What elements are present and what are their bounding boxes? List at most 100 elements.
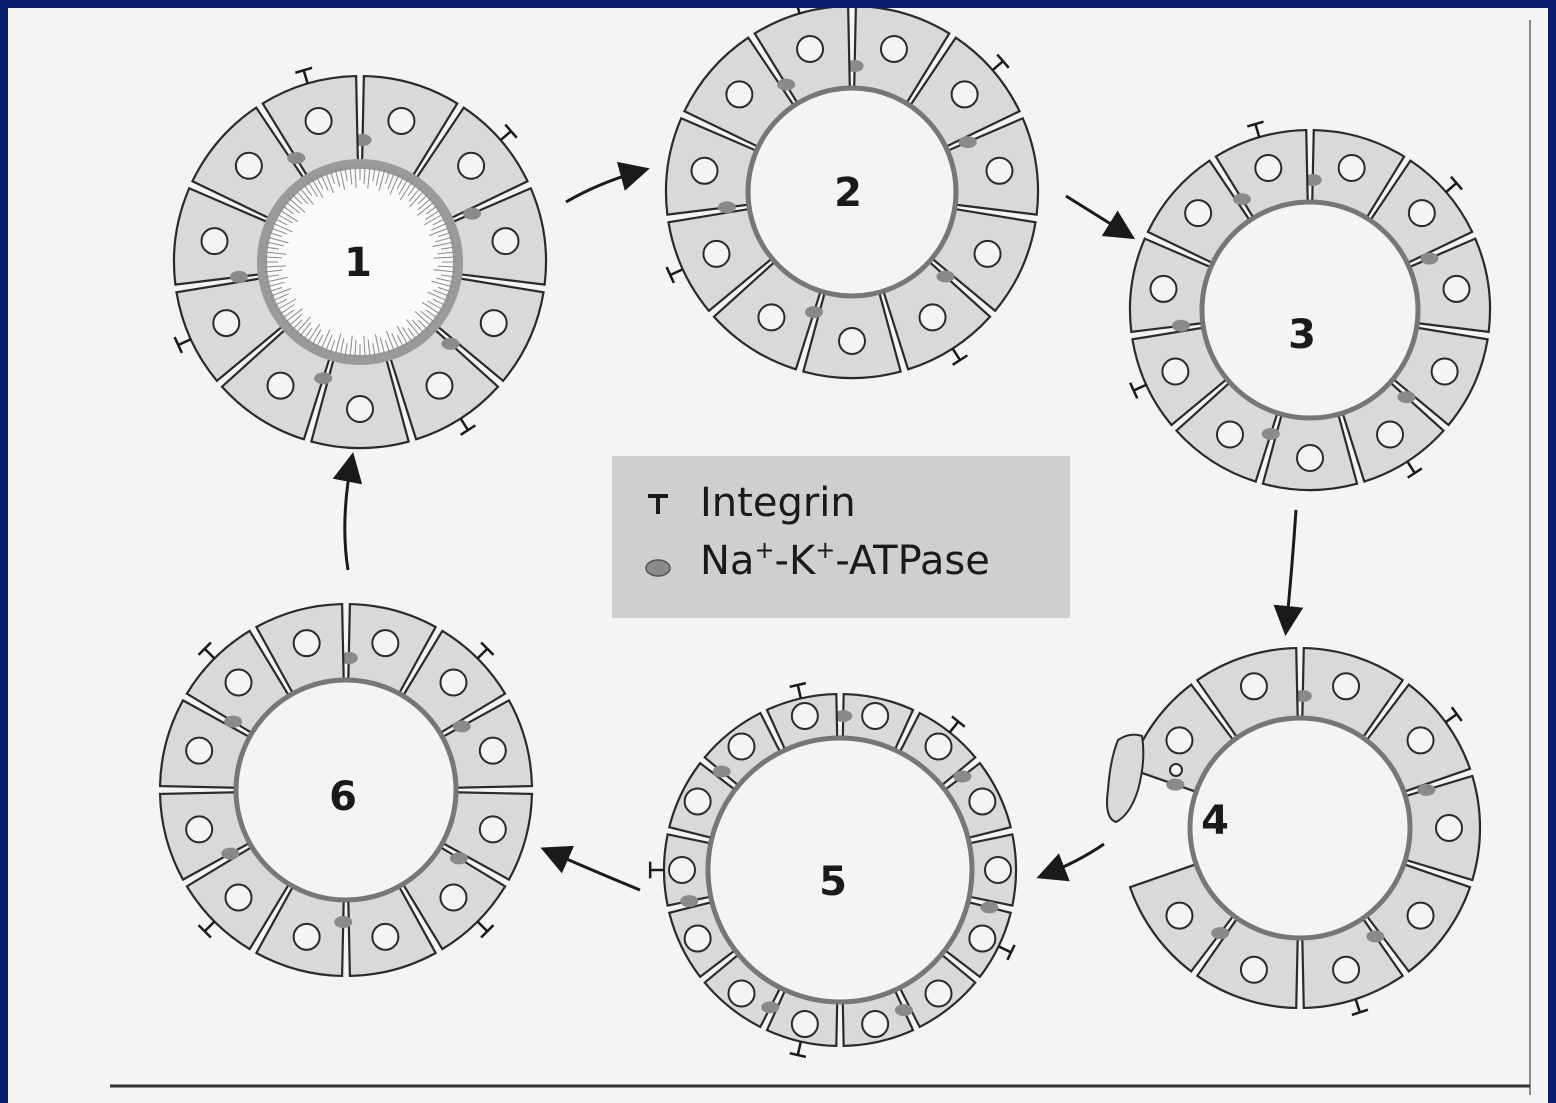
microvillus — [272, 222, 293, 233]
cell-nucleus — [1430, 357, 1459, 386]
atpase-legend-icon — [645, 559, 671, 577]
cell-nucleus — [266, 371, 295, 400]
cell-nucleus — [478, 815, 507, 844]
cell-nucleus — [1184, 199, 1213, 228]
stage-label-2: 2 — [834, 170, 862, 216]
microvillus — [363, 166, 366, 185]
microvillus — [276, 298, 297, 311]
microvillus — [396, 176, 405, 190]
microvillus — [367, 339, 371, 358]
integrin-marker-bar — [789, 681, 807, 689]
legend-atpase-label: Na+-K+-ATPase — [700, 536, 990, 584]
integrin-marker-bar — [480, 924, 495, 939]
microvillus — [267, 236, 289, 244]
microvillus — [407, 328, 417, 340]
microvillus — [295, 190, 309, 205]
cycle-arrows — [332, 161, 1304, 892]
atpase-marker — [441, 337, 460, 350]
microvillus — [264, 269, 283, 273]
atpase-marker — [334, 915, 353, 928]
cyst-rings — [158, 8, 1492, 1059]
microvillus — [427, 291, 448, 302]
apical-membrane — [745, 85, 959, 299]
atpase-marker — [712, 765, 731, 778]
microvillus — [426, 309, 438, 319]
microvillus — [417, 197, 432, 211]
atpase-marker — [761, 1001, 780, 1014]
microvillus — [433, 256, 456, 259]
cell-nucleus — [224, 883, 253, 912]
cyst-stage-4 — [1128, 646, 1482, 1017]
cell-nucleus — [1296, 444, 1324, 472]
atpase-marker — [1420, 252, 1439, 265]
microvillus — [264, 265, 287, 268]
cell-nucleus — [1254, 153, 1283, 182]
microvillus — [407, 184, 417, 196]
cell-nucleus — [790, 701, 819, 730]
microvillus — [285, 308, 303, 323]
cell-nucleus — [425, 371, 454, 400]
microvillus — [282, 309, 294, 319]
cell-nucleus — [224, 668, 253, 697]
cell-nucleus — [1161, 357, 1190, 386]
microvillus — [295, 316, 311, 334]
atpase-marker — [229, 270, 248, 283]
integrin-marker-bar — [951, 715, 966, 728]
cell-nucleus — [757, 303, 786, 332]
integrin-marker-bar — [460, 424, 477, 436]
microvillus — [374, 334, 381, 357]
microvillus — [399, 181, 413, 201]
cell-nucleus — [727, 732, 756, 761]
atpase-marker — [1171, 319, 1190, 332]
microvillus — [375, 167, 381, 186]
cell-nucleus — [234, 151, 263, 180]
cell-nucleus — [861, 701, 890, 730]
microvillus — [423, 213, 444, 226]
cell-nucleus — [371, 922, 400, 951]
arrow-3-to-4 — [1273, 509, 1304, 636]
cell-nucleus — [185, 815, 214, 844]
microvillus — [274, 298, 288, 307]
microvillus — [291, 319, 303, 331]
integrin-marker-bar — [1449, 175, 1463, 191]
microvillus — [437, 251, 456, 255]
cell-nucleus — [457, 151, 486, 180]
microvillus — [276, 213, 293, 224]
microvillus — [378, 169, 386, 191]
microvillus — [433, 269, 456, 273]
microvillus — [315, 334, 324, 348]
integrin-marker-bar — [1006, 944, 1016, 961]
microvillus — [303, 328, 313, 340]
integrin-marker — [1133, 383, 1147, 392]
cell-nucleus — [346, 395, 374, 423]
atpase-marker — [953, 770, 972, 783]
cell-nucleus — [185, 736, 214, 765]
atpase-marker — [1233, 193, 1252, 206]
cell-nucleus — [439, 668, 468, 697]
microvillus — [285, 201, 300, 214]
cell-nucleus — [1406, 726, 1435, 755]
microvillus — [432, 241, 455, 248]
microvillus — [311, 329, 322, 346]
apical-membrane — [1187, 715, 1413, 941]
microvillus — [417, 319, 429, 331]
integrin-marker — [1406, 460, 1416, 474]
microvillus — [372, 342, 376, 357]
integrin-marker — [203, 920, 216, 933]
detached-nucleus — [1169, 763, 1183, 777]
apical-membrane — [705, 735, 975, 1005]
microvillus — [384, 339, 391, 354]
cell-nucleus — [690, 156, 719, 185]
atpase-marker — [1166, 778, 1185, 791]
microvillus — [279, 304, 295, 315]
integrin-marker — [476, 920, 489, 933]
microvillus — [339, 338, 345, 357]
arrow-6-to-1 — [332, 452, 363, 571]
atpase-marker — [463, 207, 482, 220]
microvillus — [265, 246, 280, 250]
integrin-marker — [669, 268, 684, 277]
microvillus — [440, 246, 455, 250]
legend: Integrin Na+-K+-ATPase — [612, 456, 1070, 618]
microvillus — [325, 172, 334, 194]
